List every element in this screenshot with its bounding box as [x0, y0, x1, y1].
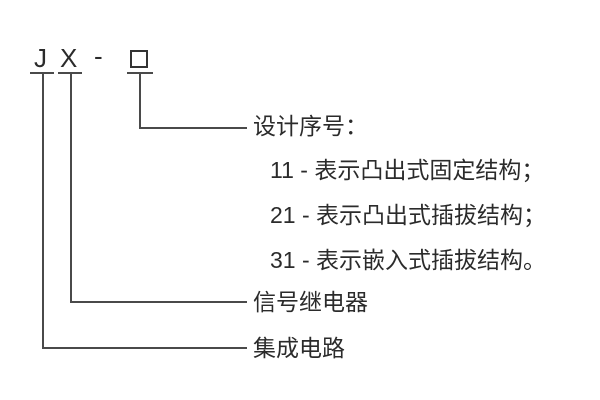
design-serial-label: 设计序号：: [253, 113, 368, 139]
leader-line-integrated-circuit: [42, 347, 247, 349]
model-code-letter-j: J: [34, 43, 47, 73]
integrated-circuit-label: 集成电路: [253, 335, 345, 361]
leader-line-signal-relay: [70, 301, 247, 303]
leader-stem-x: [70, 73, 72, 301]
model-code-separator: -: [94, 41, 103, 71]
leader-line-design-serial: [139, 127, 247, 129]
placeholder-box-icon: [130, 50, 148, 68]
design-serial-item-11: 11 - 表示凸出式固定结构；: [270, 157, 545, 183]
design-serial-item-31: 31 - 表示嵌入式插拔结构。: [270, 247, 547, 273]
model-code-letter-x: X: [60, 43, 78, 73]
signal-relay-label: 信号继电器: [253, 289, 368, 315]
design-serial-item-21: 21 - 表示凸出式插拔结构；: [270, 202, 547, 228]
leader-stem-j: [42, 73, 44, 347]
leader-stem-box: [139, 73, 141, 129]
